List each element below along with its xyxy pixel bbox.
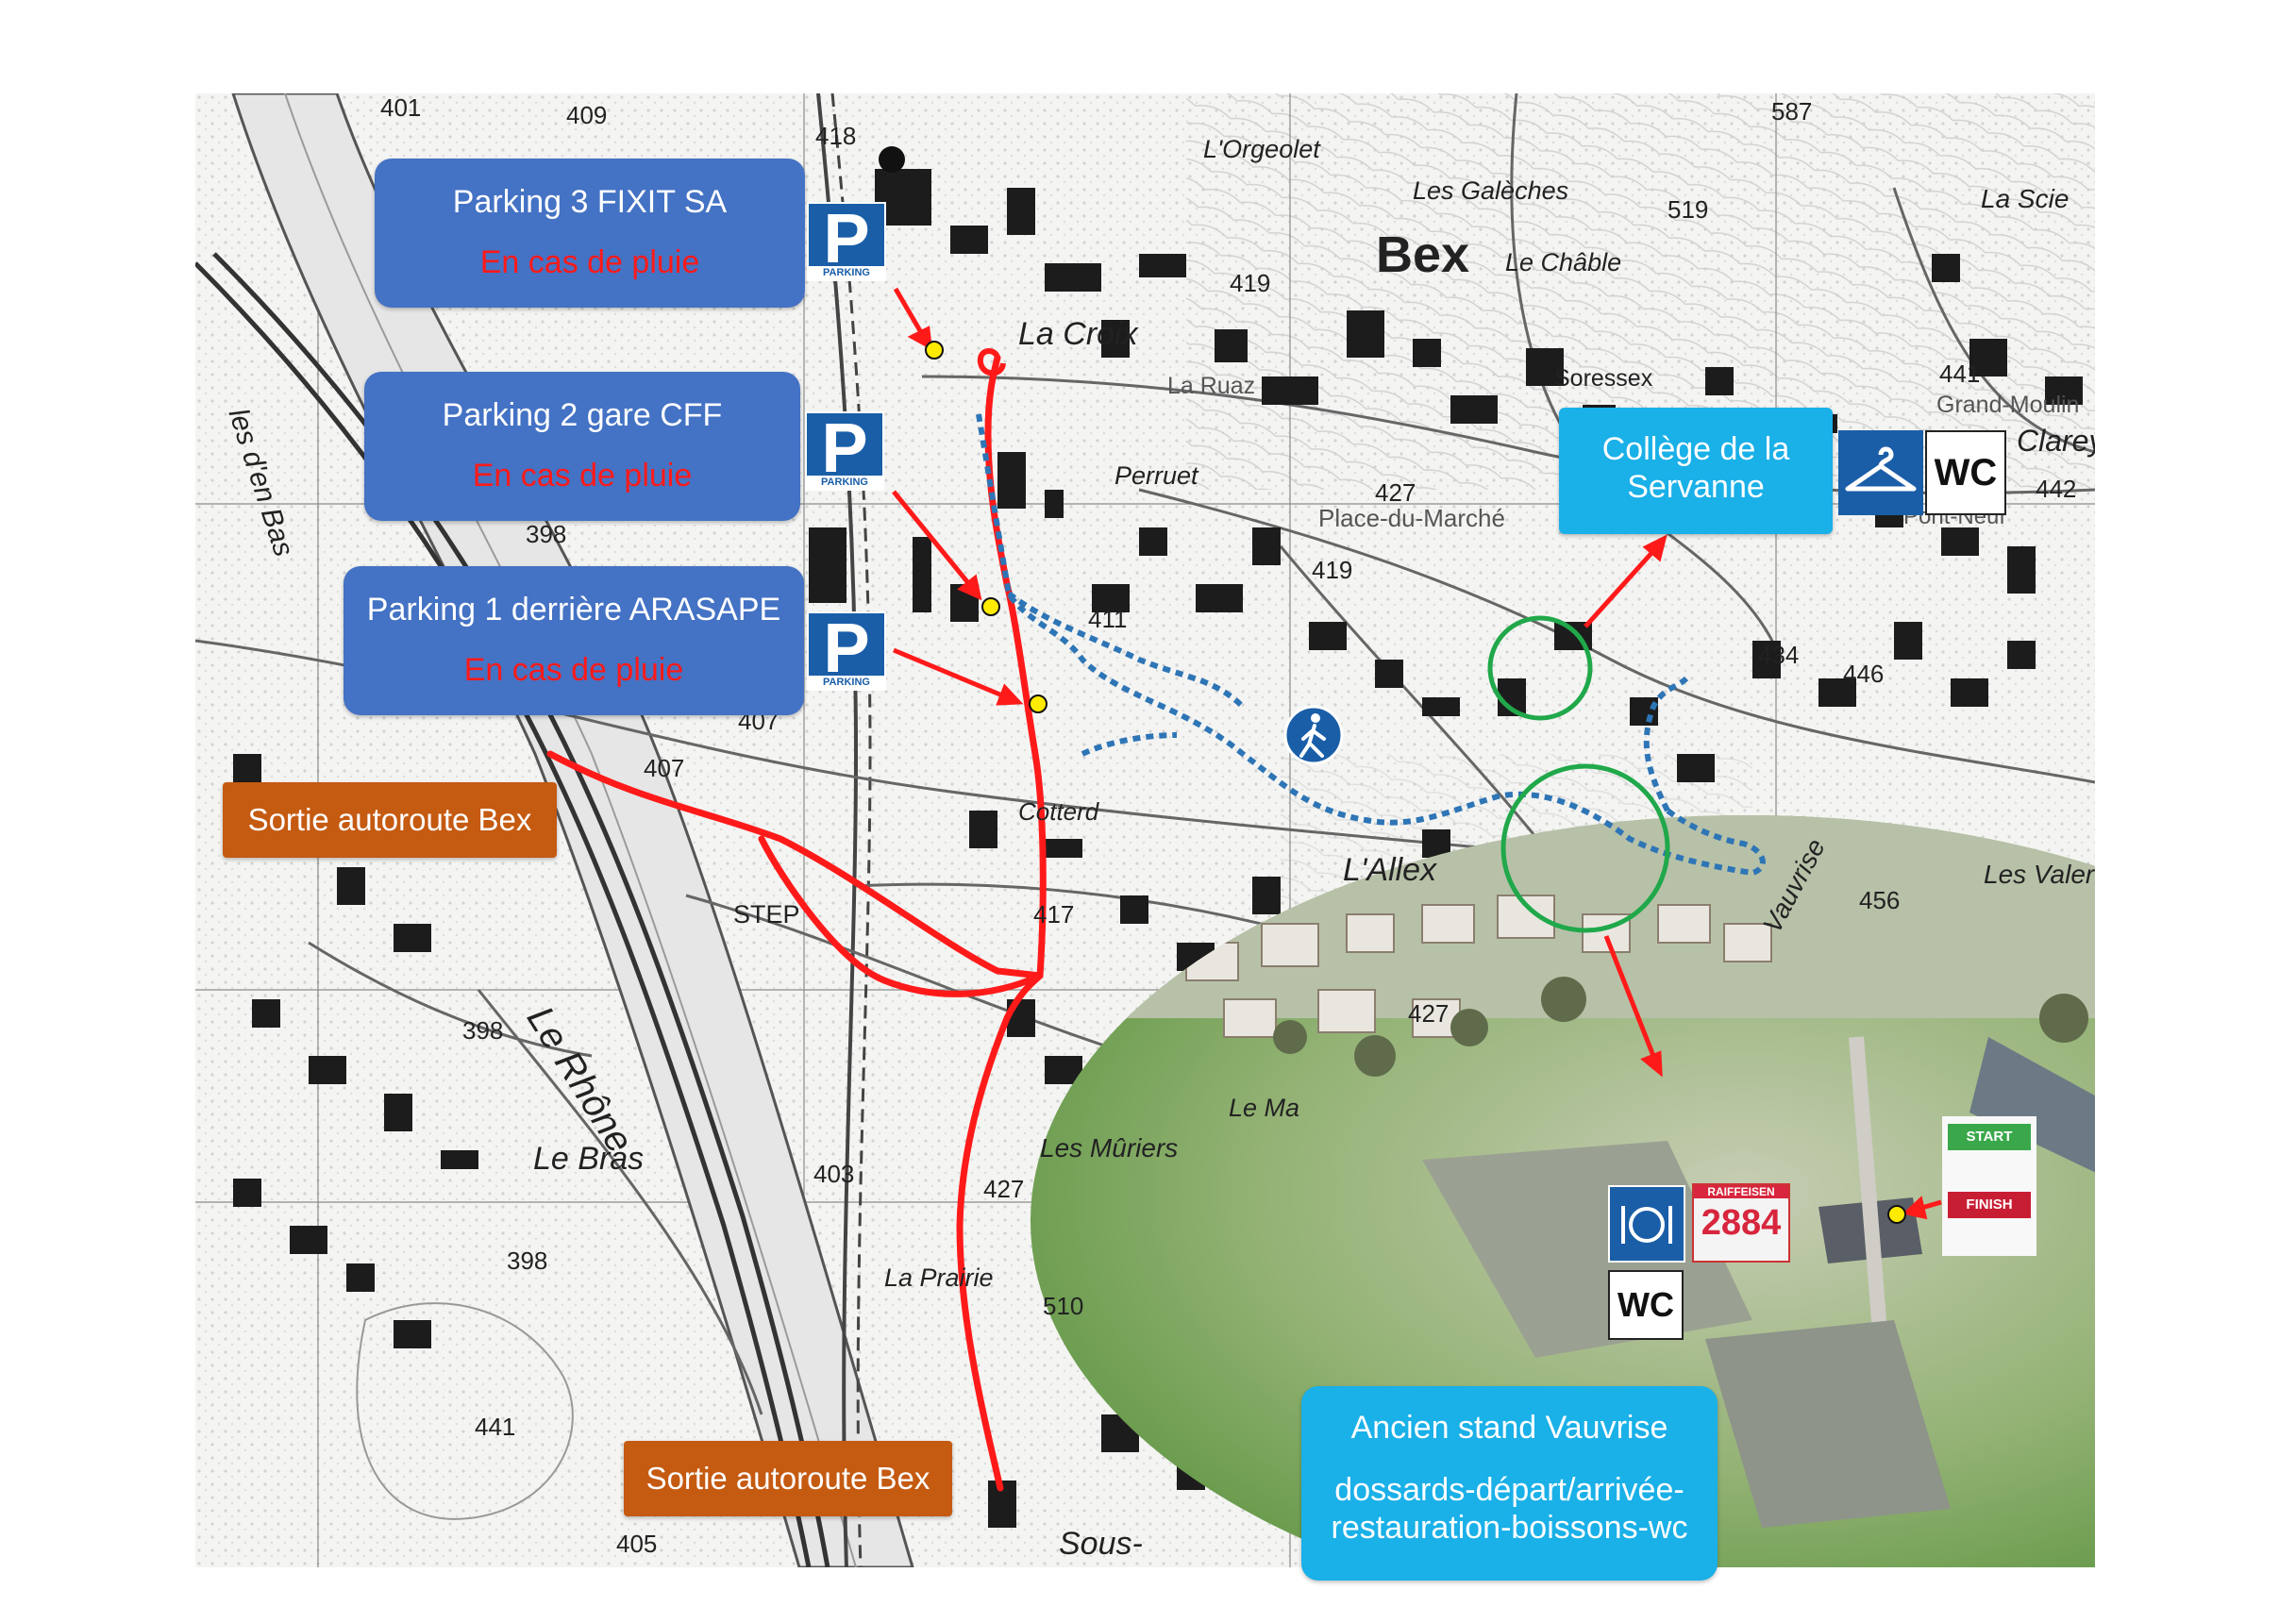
stand-title: Ancien stand Vauvrise: [1350, 1410, 1668, 1446]
elevation-label: 427: [1408, 999, 1450, 1028]
start-finish-sign: START FINISH: [1942, 1116, 2036, 1256]
topographic-map[interactable]: Bex La Croix L'Orgeolet Les Galèches Le …: [195, 93, 2095, 1567]
label-la-croix: La Croix: [1018, 316, 1138, 352]
parking-sign-icon: P PARKING: [807, 609, 886, 691]
highway-exit-callout: Sortie autoroute Bex: [223, 782, 557, 858]
pedestrian-icon: [1283, 705, 1344, 765]
elevation-label: 411: [1088, 605, 1128, 633]
college-title: Collège de la Servanne: [1601, 431, 1790, 505]
highway-exit-label: Sortie autoroute Bex: [645, 1461, 930, 1496]
label-la-prairie: La Prairie: [884, 1263, 994, 1292]
label-muriers: Les Mûriers: [1040, 1133, 1179, 1163]
label-allex: L'Allex: [1343, 852, 1437, 888]
stand-callout: Ancien stand Vauvrise dossards-départ/ar…: [1301, 1386, 1718, 1581]
race-bib-icon: RAIFFEISEN 2884: [1692, 1183, 1790, 1263]
label-larey: Clarey: [2017, 424, 2095, 458]
elevation-label: 418: [815, 122, 857, 150]
elevation-label: 398: [462, 1016, 504, 1045]
elevation-label: 427: [1375, 478, 1416, 507]
bib-sponsor: RAIFFEISEN: [1694, 1185, 1788, 1198]
stand-circle: [1500, 763, 1670, 933]
stand-line2: restauration-boissons-wc: [1331, 1510, 1688, 1546]
label-grand-moulin: Grand-Moulin: [1936, 392, 2080, 418]
parking-sign-icon: P PARKING: [807, 199, 886, 281]
elevation-label: 419: [1312, 556, 1353, 584]
label-sous: Sous-: [1059, 1526, 1143, 1562]
parking-2-title: Parking 2 gare CFF: [442, 397, 723, 433]
label-cotterd: Cotterd: [1018, 797, 1099, 826]
wc-icon: WC: [1608, 1270, 1684, 1340]
parking-sign-icon: P PARKING: [805, 409, 884, 491]
elevation-label: 456: [1859, 886, 1901, 914]
label-soressex: Soressex: [1554, 365, 1653, 392]
elevation-label: 398: [507, 1247, 548, 1275]
label-le-bras: Le Bras: [533, 1141, 645, 1177]
elevation-label: 403: [813, 1160, 855, 1188]
map-background: [195, 93, 2095, 1567]
parking-3-title: Parking 3 FIXIT SA: [452, 184, 728, 220]
elevation-label: 510: [1043, 1292, 1084, 1320]
parking-1-callout: Parking 1 derrière ARASAPE En cas de plu…: [344, 566, 804, 715]
label-la-scie: La Scie: [1981, 184, 2070, 213]
elevation-label: 434: [1758, 641, 1800, 669]
aerial-photo: [1031, 815, 2095, 1567]
label-perruet: Perruet: [1114, 461, 1198, 490]
highway-exit-callout: Sortie autoroute Bex: [624, 1441, 952, 1516]
parking-2-callout: Parking 2 gare CFF En cas de pluie: [364, 372, 800, 521]
elevation-label: 417: [1033, 900, 1075, 929]
college-circle: [1487, 615, 1593, 721]
stand-line1: dossards-départ/arrivée-: [1334, 1472, 1684, 1508]
elevation-label: 419: [1230, 269, 1271, 297]
elevation-label: 441: [1939, 360, 1981, 388]
elevation-label: 407: [644, 754, 685, 782]
elevation-label: 587: [1771, 97, 1813, 125]
parking-1-title: Parking 1 derrière ARASAPE: [366, 592, 781, 627]
elevation-label: 441: [475, 1413, 516, 1441]
elevation-label: 405: [616, 1530, 658, 1558]
elevation-label: 401: [380, 93, 422, 122]
college-callout: Collège de la Servanne: [1559, 408, 1833, 534]
start-label: START: [1948, 1124, 2031, 1150]
parking-3-note: En cas de pluie: [479, 244, 700, 280]
finish-label: FINISH: [1948, 1192, 2031, 1218]
bib-number: 2884: [1701, 1203, 1782, 1243]
elevation-label: 442: [2036, 475, 2077, 503]
parking-1-note: En cas de pluie: [463, 652, 684, 688]
elevation-label: 446: [1843, 660, 1885, 688]
label-galeches: Les Galèches: [1413, 176, 1569, 205]
label-step: STEP: [733, 900, 800, 929]
elevation-label: 398: [526, 520, 567, 548]
wc-icon: WC: [1925, 430, 2006, 515]
cloakroom-icon: [1838, 430, 1923, 515]
highway-exit-label: Sortie autoroute Bex: [247, 802, 532, 837]
label-place-marche: Place-du-Marché: [1318, 504, 1505, 532]
label-le-ma: Le Ma: [1229, 1094, 1300, 1122]
label-town: Bex: [1376, 226, 1470, 283]
label-les-valeri: Les Valer: [1984, 860, 2095, 889]
elevation-label: 409: [566, 101, 608, 129]
label-la-ruaz: La Ruaz: [1167, 373, 1256, 399]
elevation-label: 427: [983, 1175, 1025, 1203]
parking-3-callout: Parking 3 FIXIT SA En cas de pluie: [375, 159, 805, 308]
restaurant-icon: [1608, 1185, 1685, 1263]
label-chable: Le Châble: [1505, 248, 1622, 276]
label-orgeolet: L'Orgeolet: [1203, 135, 1320, 163]
elevation-label: 519: [1668, 195, 1709, 224]
parking-2-note: En cas de pluie: [472, 458, 693, 494]
